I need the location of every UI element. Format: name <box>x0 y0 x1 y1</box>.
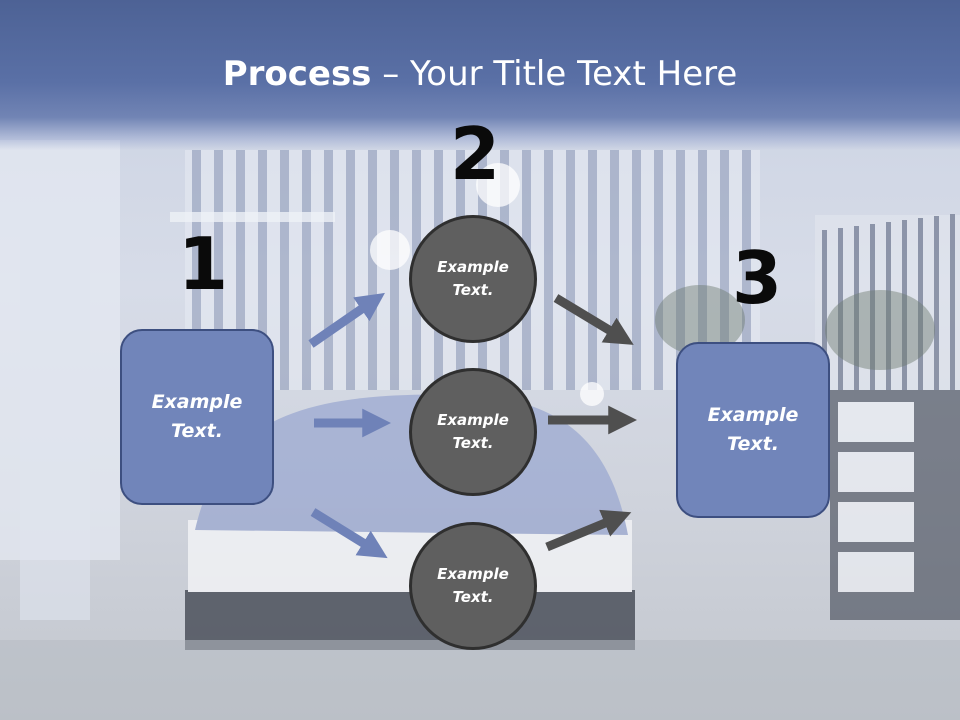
slide-title: Process – Your Title Text Here <box>0 52 960 96</box>
step-number-1: 1 <box>178 222 229 306</box>
circle-middle: Example Text. <box>409 368 537 496</box>
left-box: Example Text. <box>120 329 274 505</box>
arrow-blue-up <box>308 292 385 348</box>
step-number-3: 3 <box>732 236 783 320</box>
circle-bottom-text: Example Text. <box>437 565 509 606</box>
arrow-gray-up <box>545 509 632 552</box>
right-box: Example Text. <box>676 342 830 518</box>
title-rest: – Your Title Text Here <box>371 54 738 94</box>
step-number-2: 2 <box>450 112 501 196</box>
circle-bottom: Example Text. <box>409 522 537 650</box>
arrow-blue-down <box>310 508 388 559</box>
left-box-text: Example Text. <box>151 391 243 442</box>
title-band <box>0 0 960 150</box>
circle-top: Example Text. <box>409 215 537 343</box>
right-box-text: Example Text. <box>707 404 799 455</box>
circle-top-text: Example Text. <box>437 258 509 299</box>
title-bold: Process <box>222 54 372 94</box>
arrow-gray-down <box>553 294 634 345</box>
circle-middle-text: Example Text. <box>437 411 509 452</box>
